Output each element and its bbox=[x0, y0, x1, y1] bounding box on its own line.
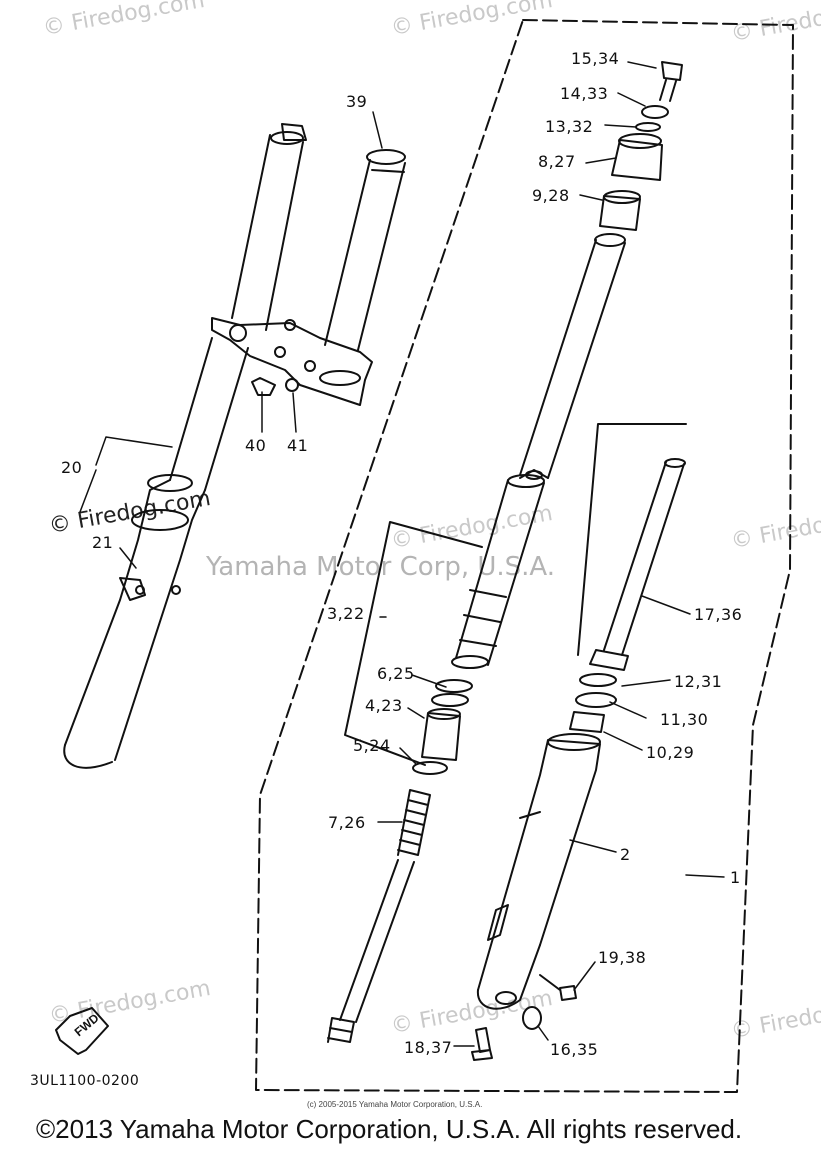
bracket-3-22 bbox=[344, 521, 483, 766]
callout-41: 41 bbox=[287, 436, 309, 455]
bolt-19-38 bbox=[539, 974, 577, 1001]
callout-11-30: 11,30 bbox=[660, 710, 709, 729]
ring-13-32 bbox=[635, 122, 661, 132]
callout-4-23: 4,23 bbox=[365, 696, 403, 715]
callout-2: 2 bbox=[620, 845, 631, 864]
callout-8-27: 8,27 bbox=[538, 152, 576, 171]
left-fork-seal-area bbox=[64, 479, 206, 761]
callout-7-26: 7,26 bbox=[328, 813, 366, 832]
washer-10-29 bbox=[569, 711, 605, 733]
bolt-40 bbox=[251, 377, 276, 396]
callout-21: 21 bbox=[92, 533, 114, 552]
washer-14-33 bbox=[641, 105, 669, 119]
washer-5-24 bbox=[412, 761, 448, 775]
callout-10-29: 10,29 bbox=[646, 743, 695, 762]
callout-20: 20 bbox=[61, 458, 83, 477]
bolt-18-37 bbox=[471, 1027, 493, 1061]
callout-12-31: 12,31 bbox=[674, 672, 723, 691]
callout-6-25: 6,25 bbox=[377, 664, 415, 683]
callout-19-38: 19,38 bbox=[598, 948, 647, 967]
callout-3-22: 3,22 bbox=[327, 604, 365, 623]
callout-17-36: 17,36 bbox=[694, 605, 743, 624]
assembly-outline bbox=[255, 19, 794, 1093]
washer-6-25 bbox=[435, 679, 473, 693]
left-fork-cap bbox=[281, 123, 307, 141]
callout-5-24: 5,24 bbox=[353, 736, 391, 755]
spring-7-26 bbox=[397, 789, 431, 856]
outer-tube-2 bbox=[477, 739, 601, 991]
right-upper-tube bbox=[324, 159, 406, 351]
seal-11-30 bbox=[575, 692, 617, 708]
callout-39: 39 bbox=[346, 92, 368, 111]
fine-print: (c) 2005-2015 Yamaha Motor Corporation, … bbox=[307, 1100, 483, 1109]
callout-1: 1 bbox=[730, 868, 741, 887]
copyright-footer: ©2013 Yamaha Motor Corporation, U.S.A. A… bbox=[36, 1114, 743, 1144]
diagram-code: 3UL1100-0200 bbox=[30, 1073, 140, 1089]
callout-14-33: 14,33 bbox=[560, 84, 609, 103]
left-fork-bottom bbox=[63, 744, 113, 769]
callout-15-34: 15,34 bbox=[571, 49, 620, 68]
fwd-arrow bbox=[55, 1007, 109, 1055]
collar-4-23 bbox=[421, 712, 461, 761]
left-fork-lower-tube bbox=[169, 337, 249, 491]
leader-lines bbox=[79, 61, 725, 1047]
bracket-17-36 bbox=[577, 423, 687, 656]
callout-40: 40 bbox=[245, 436, 267, 455]
cap-8-27 bbox=[611, 139, 663, 181]
damper-rod bbox=[455, 479, 545, 666]
rod-17-36 bbox=[603, 461, 685, 656]
bushing-9-28 bbox=[599, 195, 641, 231]
callout-9-28: 9,28 bbox=[532, 186, 570, 205]
inner-tube bbox=[519, 239, 626, 479]
washer-16-35 bbox=[522, 1006, 542, 1030]
callout-16-35: 16,35 bbox=[550, 1040, 599, 1059]
callout-13-32: 13,32 bbox=[545, 117, 594, 136]
left-fork-upper-tube bbox=[231, 134, 304, 331]
callout-18-37: 18,37 bbox=[404, 1038, 453, 1057]
bolt-15-34 bbox=[659, 61, 683, 102]
lower-triple-clamp bbox=[211, 317, 373, 406]
damper-lower-rod bbox=[339, 859, 415, 1023]
clip-12-31 bbox=[579, 673, 617, 687]
